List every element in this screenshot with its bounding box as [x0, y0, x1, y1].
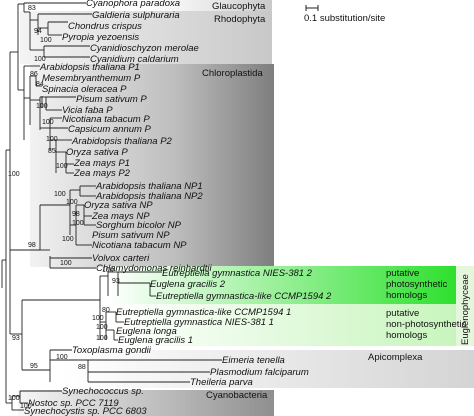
clade-cyanobacteria: Cyanobacteria	[206, 390, 268, 401]
bootstrap-value: 84	[36, 81, 44, 88]
scale-bar-label: 0.1 substitution/site	[304, 13, 385, 24]
bootstrap-value: 98	[28, 242, 36, 249]
leaf-synechocystis: Synechocystis sp. PCC 6803	[24, 406, 147, 416]
bootstrap-value: 100	[8, 171, 20, 178]
bootstrap-value: 100	[92, 315, 104, 322]
bootstrap-value: 100	[40, 37, 52, 44]
bootstrap-value: 80	[102, 307, 110, 314]
bootstrap-value: 100	[56, 163, 68, 170]
leaf-nostoc: Nostoc sp. PCC 7119	[28, 398, 119, 409]
leaf-ath-np2: Arabidopsis thaliana NP2	[95, 191, 203, 202]
bootstrap-value: 100	[54, 191, 66, 198]
note-photo-3: homologs	[386, 290, 427, 301]
band-euglenophyceae-nonphoto	[108, 304, 456, 346]
leaf-oryza-p: Oryza sativa P	[66, 147, 128, 158]
leaf-eutreptiella-nies-2: Eutreptiella gymnastica NIES-381 2	[162, 268, 313, 279]
leaf-euglena-longa: Euglena longa	[116, 326, 177, 337]
bootstrap-value: 100	[72, 220, 84, 227]
leaf-sorghum: Sorghum bicolor NP	[96, 220, 182, 231]
tree-branches	[1, 2, 222, 411]
leaf-nicotiana-p: Nicotiana tabacum P	[62, 114, 150, 125]
leaf-synechococcus: Synechococcus sp.	[62, 386, 144, 397]
bootstrap-value: 100	[8, 395, 20, 402]
band-rhodophyta	[20, 11, 272, 64]
leaf-cyanidioschyzon: Cyanidioschyzon merolae	[90, 43, 199, 54]
clade-euglenophyceae: Euglenophyceae	[460, 274, 471, 345]
bootstrap-value: 83	[28, 5, 36, 12]
leaf-mesembryanthemum: Mesembryanthemum P	[42, 73, 141, 84]
bootstrap-value: 100	[36, 103, 48, 110]
bootstrap-value: 100	[56, 354, 68, 361]
clade-apicomplexa: Apicomplexa	[368, 352, 423, 363]
band-euglenophyceae-photosynthetic	[108, 266, 456, 304]
bootstrap-value: 100	[96, 335, 108, 342]
note-photo-1: putative	[386, 268, 419, 279]
bootstrap-value: 85	[48, 148, 56, 155]
leaf-cyanophora: Cyanophora paradoxa	[86, 0, 180, 9]
leaf-euglena-gracilis-1: Euglena gracilis 1	[118, 335, 193, 346]
leaf-euglena-gracilis-2: Euglena gracilis 2	[150, 279, 226, 290]
leaf-pisum-np: Pisum sativum NP	[92, 230, 170, 241]
bootstrap-value: 100	[34, 56, 46, 63]
band-euglenophyceae-side	[456, 266, 474, 346]
bootstrap-value: 100	[102, 267, 114, 274]
bootstrap-value: 95	[30, 363, 38, 370]
leaf-pisum-p: Pisum sativum P	[76, 94, 147, 105]
leaf-zea-p1: Zea mays P1	[73, 158, 130, 169]
leaf-galdieria: Galdieria sulphuraria	[92, 10, 180, 21]
leaf-eutreptiella-like-2: Eutreptiella gymnastica-like CCMP1594 2	[156, 291, 332, 302]
bootstrap-value: 93	[112, 278, 120, 285]
band-glaucophyta	[150, 0, 272, 11]
note-nonphoto-2: non-photosynthetic	[386, 319, 467, 330]
note-nonphoto-1: putative	[386, 308, 419, 319]
leaf-ath-p2: Arabidopsis thaliana P2	[71, 136, 173, 147]
leaf-chlamydomonas: Chlamydomonas reinhardtii	[96, 263, 213, 274]
leaf-volvox: Volvox carteri	[92, 253, 150, 264]
note-photo-2: photosynthetic	[386, 279, 448, 290]
leaf-eutreptiella-like-1: Eutreptiella gymnastica-like CCMP1594 1	[116, 307, 291, 318]
bootstrap-value: 100	[66, 199, 78, 206]
band-cyanobacteria	[18, 390, 274, 416]
bootstrap-value: 100	[96, 324, 108, 331]
leaf-nicotiana-np: Nicotiana tabacum NP	[92, 240, 187, 251]
leaf-zea-np: Zea mays NP	[91, 211, 150, 222]
leaf-pyropia: Pyropia yezoensis	[62, 32, 139, 43]
bootstrap-value: 94	[34, 28, 42, 35]
leaf-oryza-np: Oryza sativa NP	[84, 200, 153, 211]
clade-rhodophyta: Rhodophyta	[214, 14, 266, 25]
leaf-spinacia: Spinacia oleracea P	[42, 84, 127, 95]
bootstrap-value: 93	[12, 335, 20, 342]
leaf-eimeria: Eimeria tenella	[222, 355, 285, 366]
band-chloroplastida	[30, 64, 274, 267]
leaf-cyanidium: Cyanidium caldarium	[90, 54, 179, 65]
leaf-ath-np1: Arabidopsis thaliana NP1	[95, 181, 203, 192]
leaf-theileria: Theileria parva	[190, 377, 253, 388]
bootstrap-value: 86	[30, 71, 38, 78]
leaf-vicia: Vicia faba P	[62, 105, 113, 116]
clade-glaucophyta: Glaucophyta	[212, 1, 266, 12]
leaf-toxoplasma: Toxoplasma gondii	[72, 345, 152, 356]
leaf-capsicum: Capsicum annum P	[68, 124, 152, 135]
leaf-zea-p2: Zea mays P2	[73, 168, 131, 179]
bootstrap-value: 100	[42, 119, 54, 126]
bootstrap-value: 100	[62, 236, 74, 243]
clade-chloroplastida: Chloroplastida	[202, 68, 263, 79]
bootstrap-value: 100	[20, 403, 32, 410]
note-nonphoto-3: homologs	[386, 330, 427, 341]
bootstrap-value: 88	[78, 364, 86, 371]
bootstrap-value: 100	[60, 260, 72, 267]
bootstrap-value: 100	[46, 136, 58, 143]
leaf-eutreptiella-nies-1: Eutreptiella gymnastica NIES-381 1	[124, 317, 274, 328]
leaf-plasmodium: Plasmodium falciparum	[210, 367, 309, 378]
leaf-ath-p1: Arabidopsis thaliana P1	[39, 62, 140, 73]
leaf-chondrus: Chondrus crispus	[68, 21, 142, 32]
bootstrap-value: 98	[72, 211, 80, 218]
